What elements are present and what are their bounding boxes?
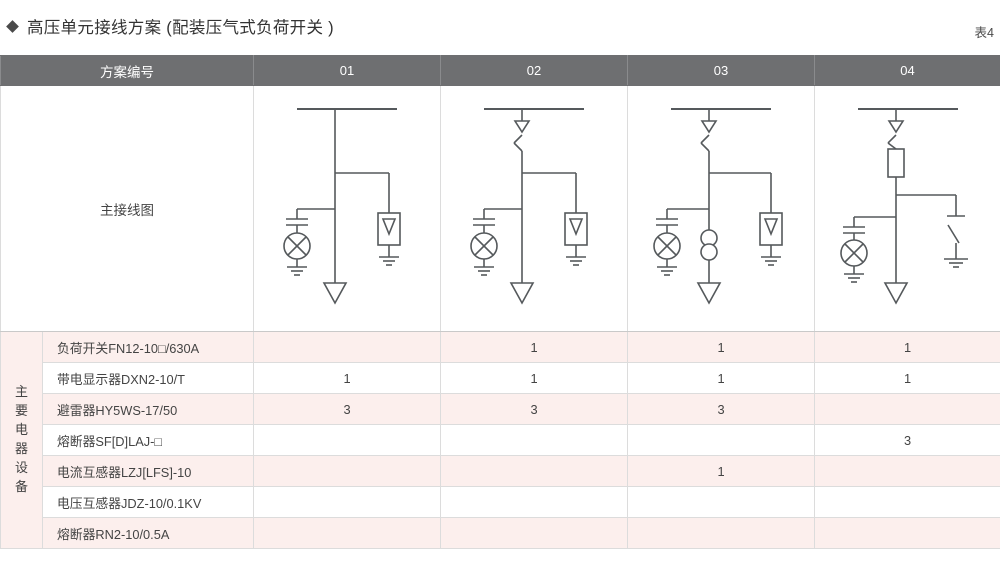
equipment-name: 电流互感器LZJ[LFS]-10 [42, 455, 254, 487]
table-row: 带电显示器DXN2-10/T 1 1 1 1 [1, 362, 1000, 394]
group-label-main-equipment: 主 要 电 器 设 备 [0, 331, 43, 549]
page-title: 高压单元接线方案 (配装压气式负荷开关 ) [27, 19, 334, 37]
diagram-cell-03 [627, 85, 815, 332]
diagram-row: 主接线图 [0, 85, 1000, 332]
header-col-01: 01 [253, 55, 441, 86]
diagram-cell-04 [814, 85, 1000, 332]
equipment-qty-01: 3 [253, 393, 441, 425]
equipment-qty-04 [814, 393, 1000, 425]
equipment-qty-02 [440, 486, 628, 518]
circuit-diagram-02 [470, 108, 588, 305]
table-number-label: 表4 [974, 26, 994, 40]
equipment-name: 熔断器RN2-10/0.5A [42, 517, 254, 549]
scheme-table: 方案编号 01 02 03 04 主接线图 [0, 55, 1000, 549]
equipment-name: 带电显示器DXN2-10/T [42, 362, 254, 394]
equipment-qty-04: 1 [814, 362, 1000, 394]
equipment-qty-02: 3 [440, 393, 628, 425]
equipment-qty-04: 3 [814, 424, 1000, 456]
equipment-qty-04: 1 [814, 331, 1000, 363]
equipment-qty-01 [253, 424, 441, 456]
equipment-qty-01 [253, 517, 441, 549]
equipment-qty-03 [627, 424, 815, 456]
equipment-qty-04 [814, 486, 1000, 518]
header-scheme-number: 方案编号 [0, 55, 254, 86]
equipment-qty-03: 3 [627, 393, 815, 425]
fuse-symbol [886, 148, 905, 178]
circuit-diagram-04 [839, 108, 968, 305]
table-row: 熔断器RN2-10/0.5A [1, 517, 1000, 549]
table-row: 避雷器HY5WS-17/50 3 3 3 [1, 393, 1000, 425]
group-label-char: 主 [14, 384, 28, 400]
equipment-qty-01 [253, 331, 441, 363]
group-label-char: 要 [14, 403, 28, 419]
diagram-cell-01 [253, 85, 441, 332]
equipment-qty-02: 1 [440, 362, 628, 394]
equipment-name: 避雷器HY5WS-17/50 [42, 393, 254, 425]
equipment-name: 电压互感器JDZ-10/0.1KV [42, 486, 254, 518]
table-row: 电压互感器JDZ-10/0.1KV [1, 486, 1000, 518]
equipment-qty-02 [440, 517, 628, 549]
table-header-row: 方案编号 01 02 03 04 [0, 55, 1000, 86]
equipment-qty-03: 1 [627, 331, 815, 363]
equipment-qty-03: 1 [627, 362, 815, 394]
equipment-qty-04 [814, 517, 1000, 549]
header-col-02: 02 [440, 55, 628, 86]
circuit-diagram-03 [653, 108, 783, 305]
equipment-qty-02 [440, 424, 628, 456]
group-label-char: 备 [14, 478, 28, 494]
table-row: 主 要 电 器 设 备 负荷开关FN12-10□/630A 1 1 1 [0, 331, 1000, 549]
diagram-row-label: 主接线图 [0, 85, 254, 332]
equipment-qty-03 [627, 517, 815, 549]
circuit-diagram-01 [283, 108, 401, 305]
table-row: 熔断器SF[D]LAJ-□ 3 [1, 424, 1000, 456]
header-col-04: 04 [814, 55, 1000, 86]
diagram-cell-02 [440, 85, 628, 332]
equipment-qty-03: 1 [627, 455, 815, 487]
diamond-bullet-icon [6, 19, 19, 33]
group-label-char: 设 [14, 459, 28, 475]
header-col-03: 03 [627, 55, 815, 86]
equipment-qty-04 [814, 455, 1000, 487]
equipment-qty-03 [627, 486, 815, 518]
page-title-bar: 高压单元接线方案 (配装压气式负荷开关 ) [0, 0, 1000, 52]
equipment-qty-01 [253, 486, 441, 518]
table-row: 电流互感器LZJ[LFS]-10 1 [1, 455, 1000, 487]
equipment-qty-01: 1 [253, 362, 441, 394]
equipment-name: 熔断器SF[D]LAJ-□ [42, 424, 254, 456]
equipment-qty-01 [253, 455, 441, 487]
equipment-qty-02 [440, 455, 628, 487]
group-label-char: 器 [14, 441, 28, 456]
group-label-char: 电 [14, 422, 28, 438]
equipment-qty-02: 1 [440, 331, 628, 363]
equipment-name: 负荷开关FN12-10□/630A [42, 331, 254, 363]
